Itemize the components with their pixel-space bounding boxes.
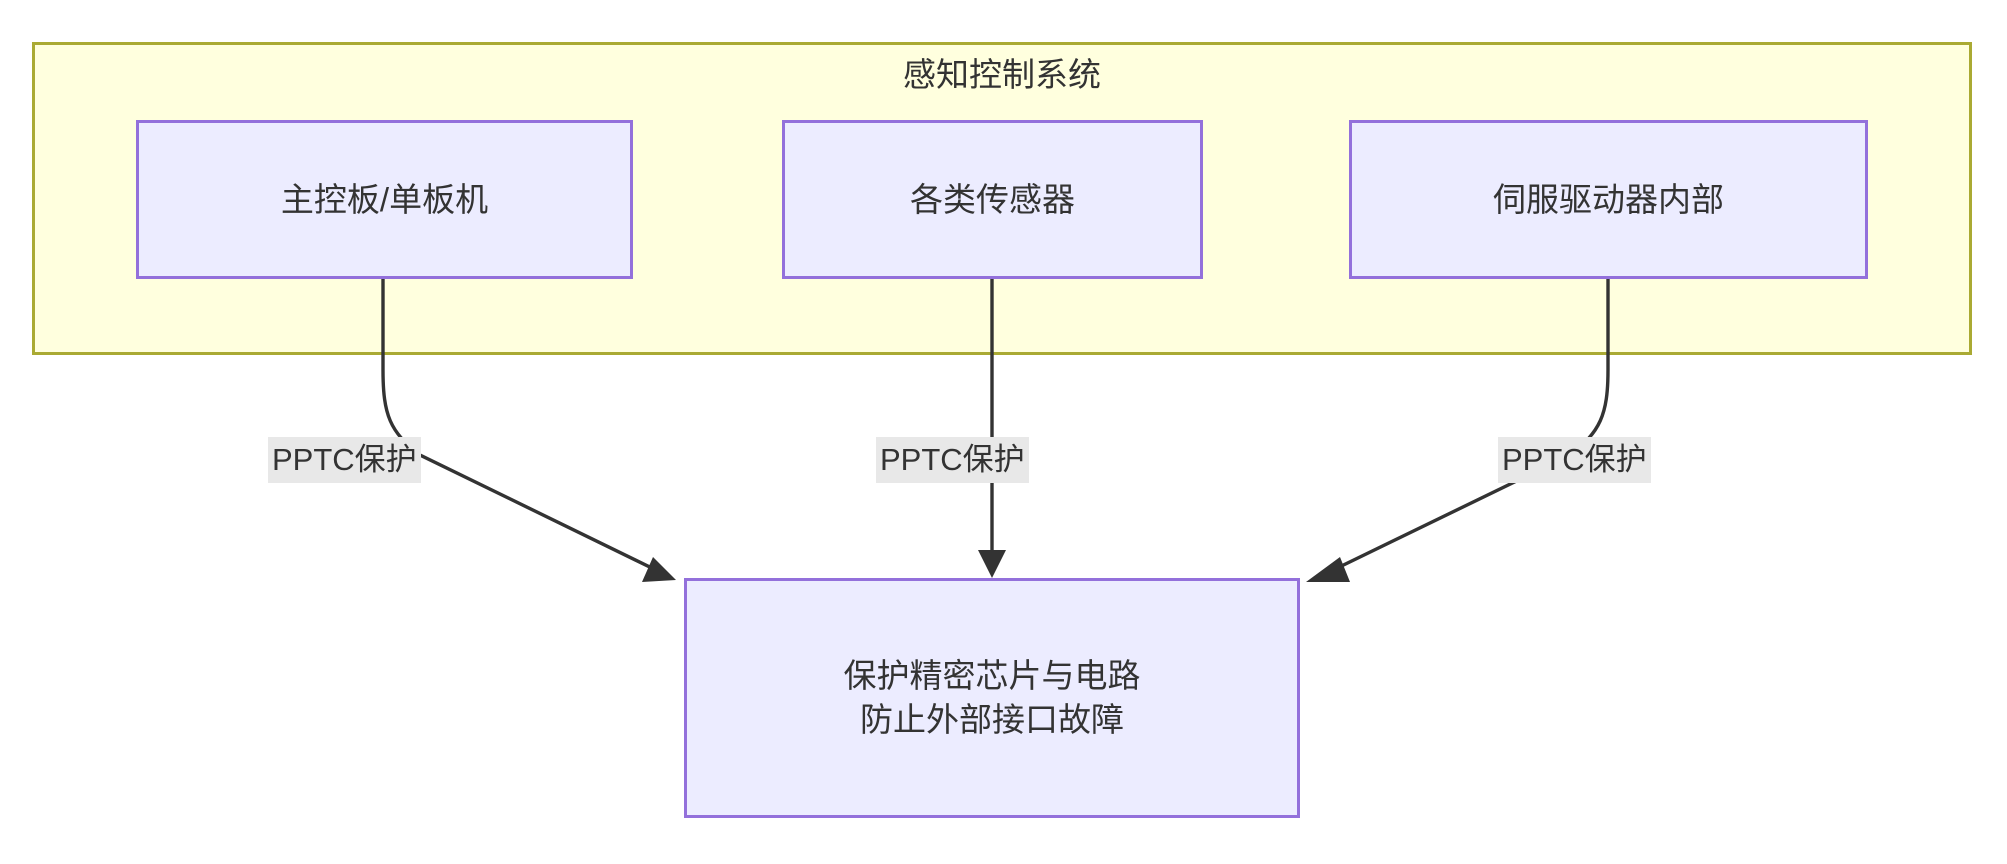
node-protection-result[interactable]: 保护精密芯片与电路 防止外部接口故障	[684, 578, 1300, 818]
edge-label-pptc-protection-2: PPTC保护	[876, 437, 1029, 483]
edge-label-pptc-protection-3: PPTC保护	[1498, 437, 1651, 483]
subgraph-title: 感知控制系统	[903, 56, 1101, 93]
edge-sensors-to-result-arrowhead	[978, 550, 1006, 578]
edge-servo-to-result-arrowhead	[1306, 557, 1350, 582]
edge-label-pptc-protection-1: PPTC保护	[268, 437, 421, 483]
node-main-control-board[interactable]: 主控板/单板机	[136, 120, 633, 279]
node-protection-result-label: 保护精密芯片与电路 防止外部接口故障	[843, 657, 1141, 738]
node-servo-driver-internal[interactable]: 伺服驱动器内部	[1349, 120, 1868, 279]
edge-mcu-to-result-arrowhead	[642, 557, 676, 582]
node-servo-driver-internal-label: 伺服驱动器内部	[1493, 180, 1724, 218]
node-sensors[interactable]: 各类传感器	[782, 120, 1203, 279]
node-sensors-label: 各类传感器	[910, 180, 1075, 218]
node-main-control-board-label: 主控板/单板机	[280, 180, 489, 218]
